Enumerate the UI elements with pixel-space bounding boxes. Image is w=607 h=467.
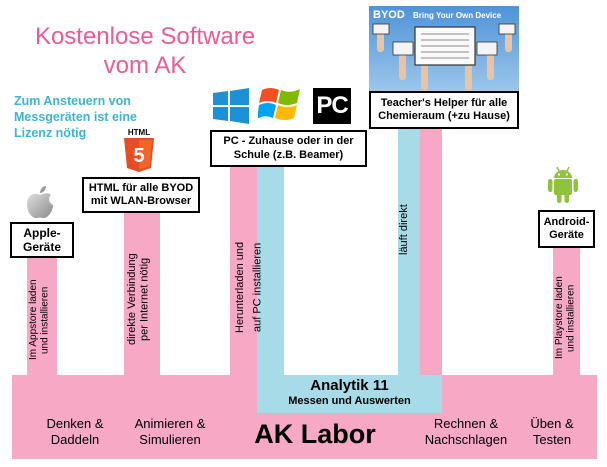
base-item-ueben: Üben &Testen — [530, 416, 574, 448]
byod-label: BYOD — [373, 9, 405, 21]
base-item-denken: Denken &Daddeln — [46, 416, 104, 448]
pillar-apple — [27, 250, 57, 380]
analytik-subtitle: Messen und Auswerten — [288, 395, 411, 408]
pillar-pc — [230, 165, 257, 380]
byod-image: BYOD Bring Your Own Device — [369, 6, 519, 91]
apple-box: Apple-Geräte — [10, 222, 74, 258]
ak-labor-title: AK Labor — [254, 419, 376, 449]
android-icon — [547, 165, 579, 205]
pillar-html — [124, 210, 160, 380]
pillar-pc-analytik — [257, 165, 284, 375]
windows-xp-icon — [257, 84, 304, 124]
analytik-block — [257, 375, 442, 413]
license-note: Zum Ansteuern von Messgeräten ist eine L… — [14, 94, 137, 140]
html5-number: 5 — [133, 145, 144, 167]
base-item-animieren: Animieren &Simulieren — [134, 416, 206, 448]
pillar-android — [553, 247, 580, 380]
windows8-icon — [212, 88, 250, 124]
pillar-teacher-text: läuft direkt — [398, 204, 410, 256]
analytik-title: Analytik 11 — [310, 377, 389, 394]
html5-icon: HTML 5 — [121, 128, 157, 174]
pillar-teacher — [420, 128, 442, 380]
page-title: Kostenlose Software vom AK — [34, 23, 256, 80]
pillar-teacher-analytik — [398, 128, 420, 375]
android-box: Android-Geräte — [538, 210, 595, 248]
apple-icon — [24, 184, 56, 220]
byod-caption: Bring Your Own Device — [413, 11, 502, 20]
base-item-rechnen: Rechnen &Nachschlagen — [424, 416, 508, 448]
analytik-label: Analytik 11 Messen und Auswerten — [257, 377, 442, 409]
pc-logo-icon: PC — [313, 88, 351, 124]
